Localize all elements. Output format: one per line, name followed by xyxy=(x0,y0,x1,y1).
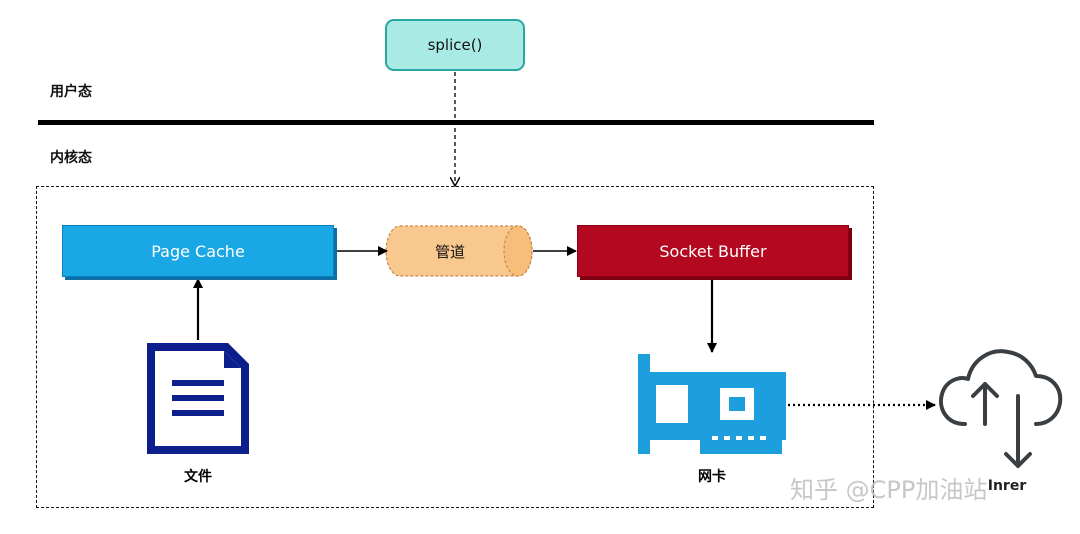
document-icon xyxy=(147,343,249,454)
nic-label: 网卡 xyxy=(698,469,726,485)
user-kernel-divider xyxy=(38,120,874,125)
watermark: 知乎 @CPP加油站 xyxy=(790,476,988,504)
kernel-space-label: 内核态 xyxy=(50,150,92,166)
splice-call-box: splice() xyxy=(385,19,525,71)
file-label: 文件 xyxy=(184,469,212,485)
kernel-space-boundary xyxy=(36,186,874,508)
network-card-icon xyxy=(638,354,786,454)
internet-label: Inrer xyxy=(987,478,1027,494)
socket-buffer-box: Socket Buffer xyxy=(577,225,849,277)
pipe-label: 管道 xyxy=(434,242,465,261)
cloud-upload-download-icon xyxy=(939,349,1063,468)
pipe-cylinder xyxy=(385,225,533,277)
page-cache-box: Page Cache xyxy=(62,225,334,277)
user-space-label: 用户态 xyxy=(50,84,92,100)
